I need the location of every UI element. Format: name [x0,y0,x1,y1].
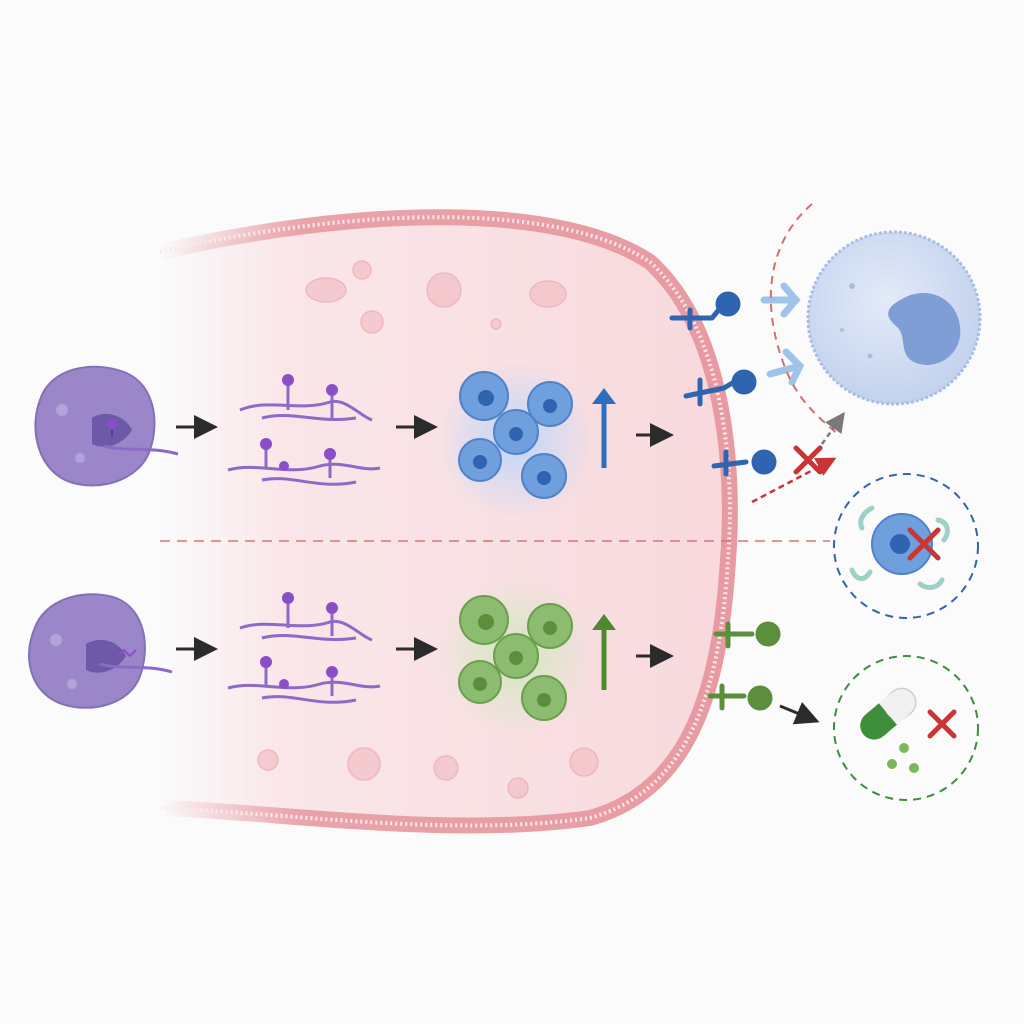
capsule-drug-icon [854,683,921,746]
cross-icon [796,448,820,472]
organelle-vesicle [491,319,501,329]
organelle-vesicle [348,748,380,780]
m6a-mark [279,461,289,471]
immune-cell-icon [808,232,980,404]
drug-particles [887,743,919,773]
organelle-mitochondrion [306,278,346,302]
rna-modifying-enzyme-icon [35,367,178,486]
m6a-mark [282,374,294,386]
protein-cluster-icon [436,360,596,520]
m6a-mark [260,438,272,450]
m6a-mark [326,666,338,678]
m6a-mark [279,679,289,689]
ligand-receptors-immune [764,286,800,382]
m6a-mark [260,656,272,668]
drug-particle [887,759,897,769]
tumor-cell-cytoplasm [160,217,730,825]
cross-icon [930,712,954,736]
m6a-mark [326,384,338,396]
m6a-mark [282,592,294,604]
drug-particle [909,763,919,773]
organelle-vesicle [508,778,528,798]
organelle-vesicle [427,273,461,307]
organelle-mitochondrion [530,281,566,307]
organelle-vesicle [353,261,371,279]
organelle-vesicle [434,756,458,780]
m6a-mark [324,448,336,460]
m6a-mark [326,602,338,614]
drug-particle [899,743,909,753]
protein-cluster-icon [436,576,596,736]
organelle-vesicle [570,748,598,776]
killed-tumor-cell-panel [834,474,978,618]
drug-resistance-panel [834,656,978,800]
organelle-vesicle [361,311,383,333]
flow-arrow [780,706,814,720]
organelle-vesicle [258,750,278,770]
rna-modifying-enzyme-icon [29,594,172,708]
